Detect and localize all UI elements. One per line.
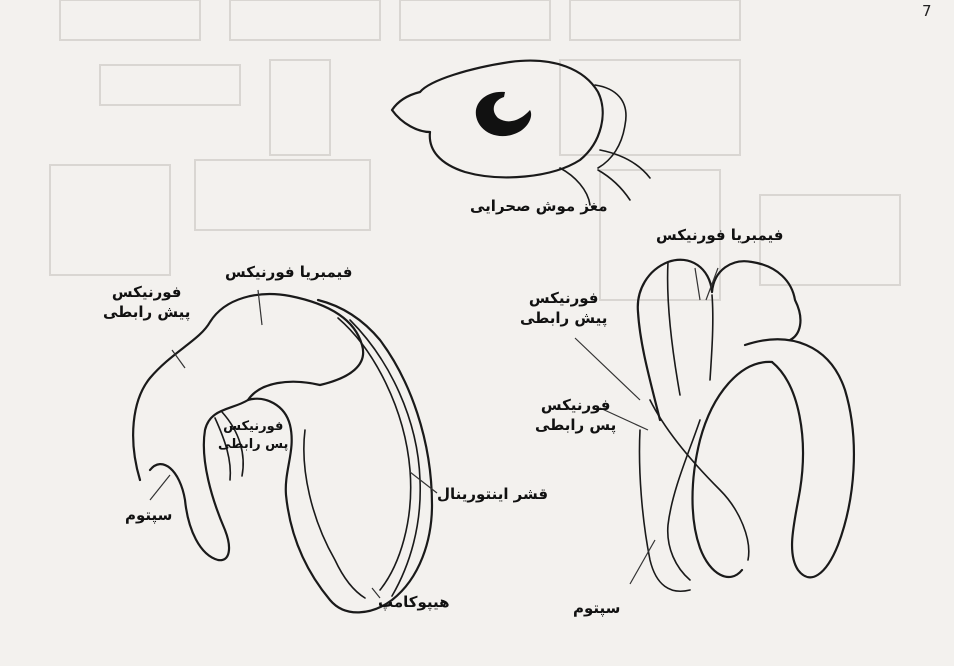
label-fimbria-left: فیمبریا فورنیکس [225,262,353,282]
label-precommissural-right: فورنیکس پیش رابطی [520,288,607,328]
label-entorhinal-cortex: قشر اینتورینال [437,484,548,504]
page-number: 7 [922,2,932,20]
label-septum-right: سپتوم [573,598,620,618]
label-postcommissural-left: فورنیکس پس رابطی [218,418,288,454]
label-fimbria-right: فیمبریا فورنیکس [656,225,784,245]
label-gerbil-brain: مغز موش صحرایی [470,196,608,216]
label-septum-left: سپتوم [125,505,172,525]
label-postcommissural-right: فورنیکس پس رابطی [535,395,616,435]
label-hippocampus: هیپوکامپ [378,592,450,612]
label-precommissural-left: فورنیکس پیش رابطی [103,282,190,322]
